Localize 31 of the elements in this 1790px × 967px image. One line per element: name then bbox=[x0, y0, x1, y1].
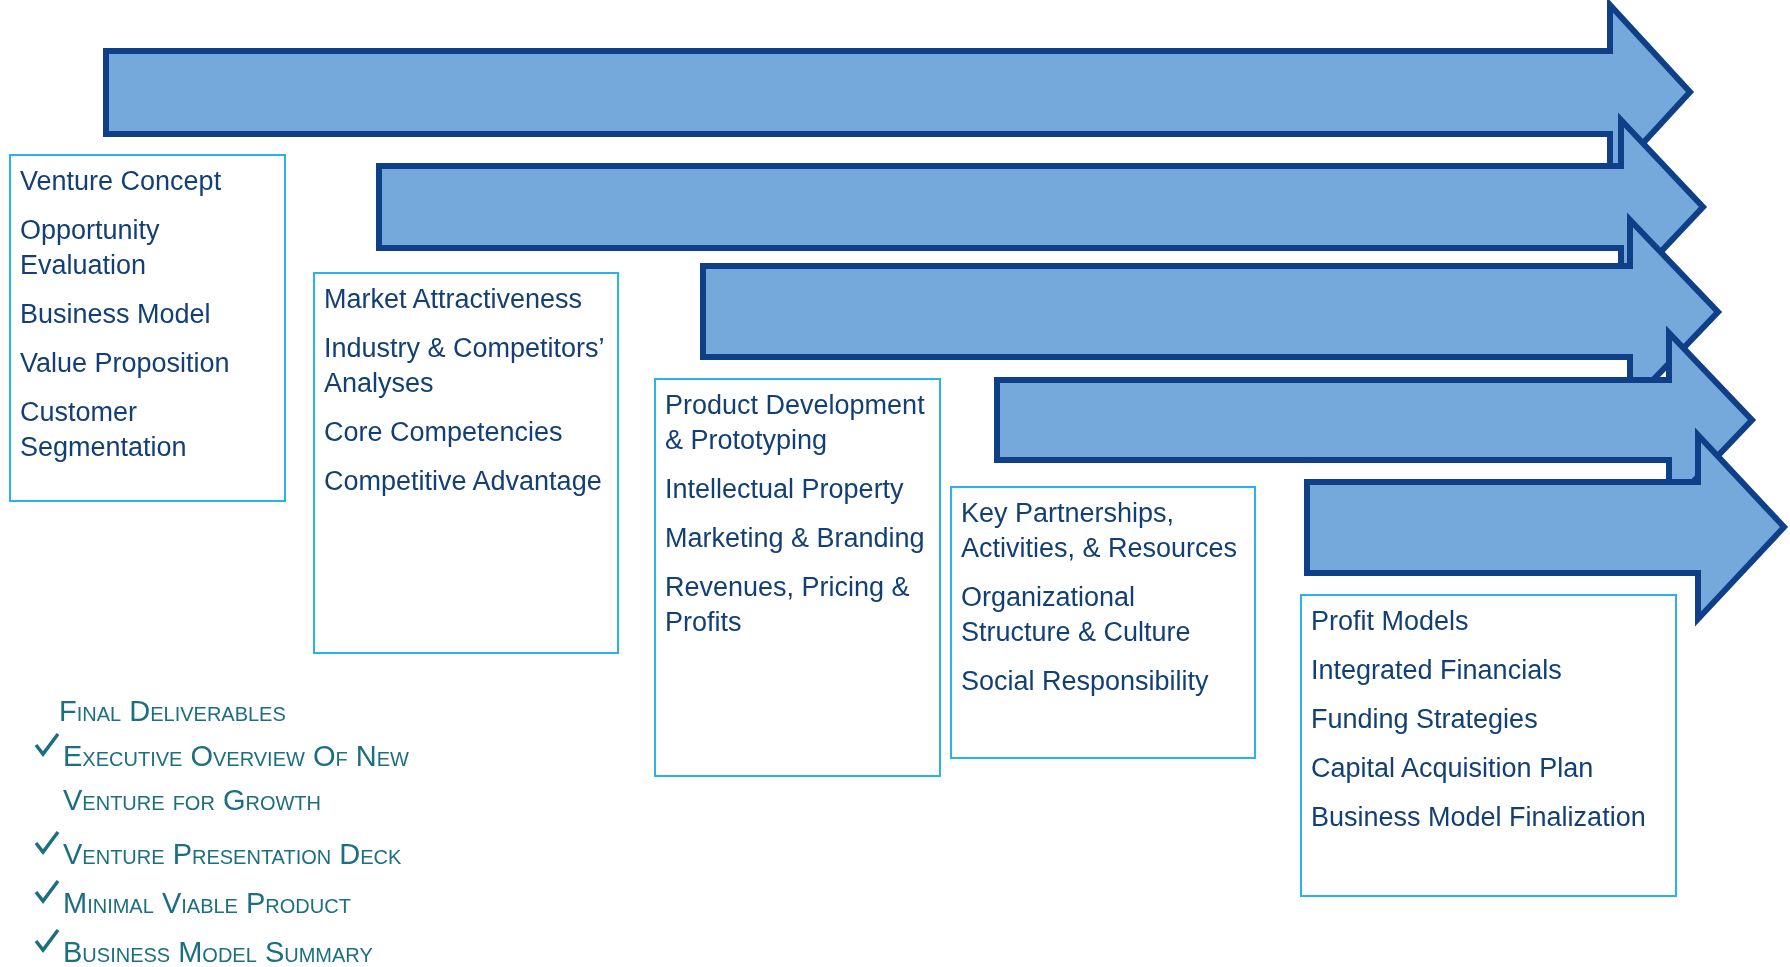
topic-text: Product Development & Prototyping bbox=[665, 389, 926, 457]
topic-text: Venture Concept bbox=[20, 165, 223, 198]
topic-box bbox=[950, 486, 1256, 759]
deliverable-text: Minimal Viable Product bbox=[63, 886, 352, 921]
deliverables-heading: Final Deliverables bbox=[59, 694, 287, 729]
topic-text: Competitive Advantage bbox=[324, 465, 603, 498]
deliverable-text: Venture Presentation Deck bbox=[63, 837, 403, 872]
topic-text: Capital Acquisition Plan bbox=[1311, 752, 1595, 785]
topic-text: Value Proposition bbox=[20, 347, 231, 380]
topic-text: Social Responsibility bbox=[961, 665, 1210, 698]
topic-text: Integrated Financials bbox=[1311, 654, 1563, 687]
topic-text: Key Partnerships, Activities, & Resources bbox=[961, 497, 1239, 565]
topic-text: Business Model Finalization bbox=[1311, 801, 1647, 834]
topic-text: Intellectual Property bbox=[665, 473, 905, 506]
topic-text: Marketing & Branding bbox=[665, 522, 926, 555]
topic-text: Core Competencies bbox=[324, 416, 564, 449]
topic-box bbox=[654, 378, 941, 777]
topic-text: Business Model bbox=[20, 298, 212, 331]
topic-text: Revenues, Pricing & Profits bbox=[665, 571, 911, 639]
topic-text: Profit Models bbox=[1311, 605, 1470, 638]
topic-text: Customer Segmentation bbox=[20, 396, 188, 464]
topic-text: Industry & Competitors’ Analyses bbox=[324, 332, 605, 400]
deliverable-text: Business Model Summary bbox=[63, 935, 374, 967]
topic-box bbox=[313, 272, 619, 654]
topic-box bbox=[1300, 594, 1677, 897]
topic-text: Market Attractiveness bbox=[324, 283, 584, 316]
deliverable-text: Executive Overview Of New Venture for Growth bbox=[63, 739, 410, 818]
topic-text: Organizational Structure & Culture bbox=[961, 581, 1192, 649]
topic-text: Funding Strategies bbox=[1311, 703, 1539, 736]
topic-text: Opportunity Evaluation bbox=[20, 214, 161, 282]
topic-box bbox=[9, 154, 286, 502]
